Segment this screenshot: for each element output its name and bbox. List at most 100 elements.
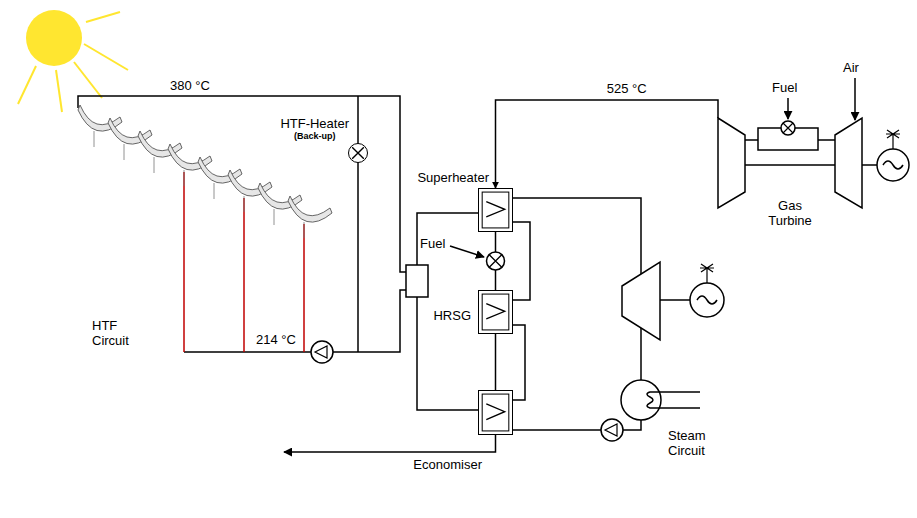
exhaust-gas-duct [496,100,719,188]
live-steam-pipe [513,198,641,274]
exchanger-symbol [479,189,512,231]
combustor-burner [781,121,795,135]
htf-heater: HTF-Heater(Back-up) [348,143,368,163]
htf-pump [311,341,333,363]
trough-support [124,144,125,160]
pump-circle [311,341,333,363]
burner-circle [487,252,505,270]
htf-pipes [78,96,406,352]
annotation-label: 214 °C [256,332,296,347]
trough-support [244,196,245,212]
feedwater-pipe [513,429,601,431]
pump-circle [601,419,623,441]
hrsg-exchanger: HRSG [478,290,513,334]
heater-symbol [349,144,367,162]
fuel-arrow [450,246,484,257]
exchanger-coil [486,304,504,319]
duct-burner [487,252,505,270]
node-label: Superheater [417,170,489,185]
condenser-circle [621,380,661,420]
exchanger-box [406,265,428,297]
superheater-exchanger: Superheater [478,188,513,232]
sun-disc [26,10,82,66]
node-label-group: Economiser [413,457,482,472]
compressor-stage [835,118,862,208]
collector-risers [184,172,304,352]
sun-ray [74,62,102,98]
pump-arrow [315,346,327,358]
annotation-label: Air [843,60,859,75]
node-label: Gas Turbine [760,198,820,228]
eco-to-hrsg-pipe [513,325,525,400]
trough-mirror [288,196,332,222]
grid-symbol [886,130,900,149]
sun-ray [56,70,62,112]
riser-pipe [243,198,245,352]
condensate-pipe [623,420,641,430]
annotation-label: 380 °C [170,78,210,93]
air-arrow [854,78,856,120]
burner-cross [783,123,793,133]
exchanger-symbol [479,391,512,434]
trough-support [214,183,215,199]
cooling-water-pipe [661,392,700,408]
turbine-stage [718,118,745,208]
condenser-coil [647,392,661,408]
annotation-label: Fuel [772,80,797,95]
node-label: HTF-Heater [280,116,349,131]
exchanger-coil [486,404,504,420]
steam-turbine [622,262,724,340]
exchanger-inner-box [482,192,509,228]
gas-turbine-unit: Gas Turbine [715,118,865,240]
feed-pump [601,419,623,441]
exchanger-inner-box [482,294,509,330]
node-label-group: Gas Turbine [760,198,820,228]
generator-sine [883,161,903,169]
sun-ray [18,66,36,104]
trough-support [304,222,305,238]
htf-steam-exchanger [406,265,428,297]
gas-turbine-drawing [718,78,909,208]
trough-support [184,170,185,186]
node-label-group: HTF-Heater(Back-up) [280,116,349,142]
heater-cross [352,147,364,159]
riser-pipe [183,172,185,352]
generator-circle [690,283,724,317]
pump-arrow [605,424,617,436]
heater-bypass-pipe [357,96,359,352]
trough-support [94,131,95,147]
steam-pipes [284,198,700,452]
combustor-duct [745,139,835,141]
node-label-group: Superheater [417,170,489,185]
hrsg-to-superheater-pipe [513,222,530,300]
economiser-exchanger: Economiser [478,390,513,435]
burner-cross [489,255,502,268]
riser-pipe [303,224,305,352]
htf-steam-pipe [417,213,478,410]
turbine-shaft [660,299,690,301]
exchanger-coil [486,202,504,217]
annotation-label: Steam Circuit [668,428,718,458]
trough-support [154,157,155,173]
node-label: Economiser [413,457,482,472]
annotation-label: Fuel [420,236,445,251]
annotation-label: HTF Circuit [92,318,137,348]
gas-path-line [495,334,497,390]
grid-symbol [700,264,714,283]
sun-ray [86,12,120,22]
exhaust-steam-pipe [640,328,642,380]
temperature-label: 525 °C [605,81,649,96]
fuel-arrow [787,98,789,119]
htf-hot-pipe [78,96,406,272]
generator-circle [877,149,909,181]
trough-support [274,209,275,225]
gas-turbine-shaft [745,164,877,166]
exchanger-symbol [479,291,512,333]
node-label-group: HRSG [433,308,471,323]
exchanger-inner-box [482,394,509,431]
node-sublabel: (Back-up) [280,131,349,142]
turbine-body [622,262,660,340]
